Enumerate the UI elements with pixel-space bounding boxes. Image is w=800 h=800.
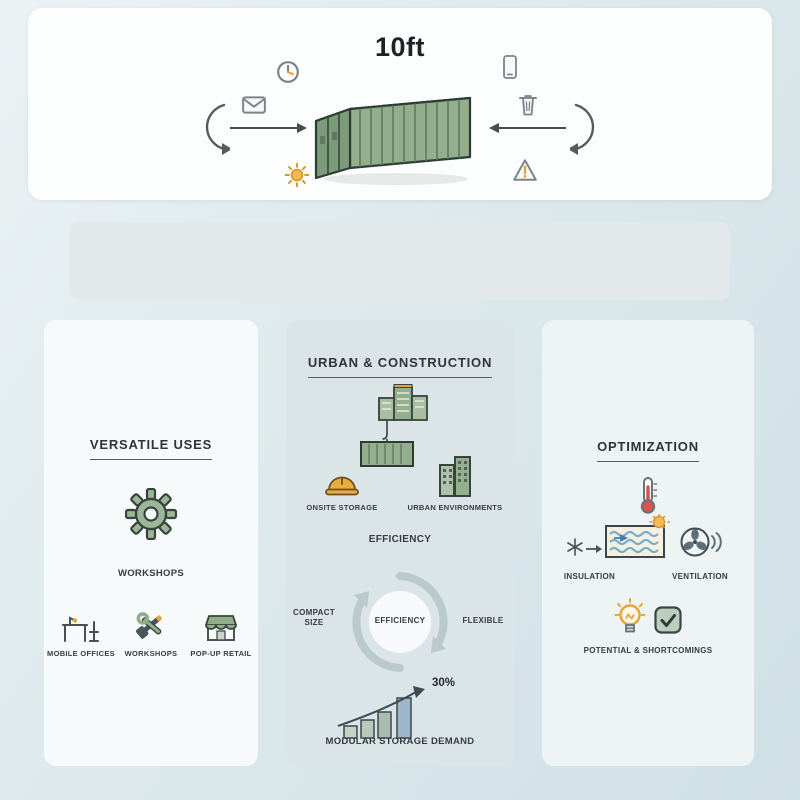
feature-label: ONSITE STORAGE <box>306 502 378 512</box>
hardhat-icon <box>325 476 359 496</box>
urban-construction-panel: URBAN & CONSTRUCTION <box>286 320 514 766</box>
cycle-center-label: EFFICIENCY <box>374 616 426 625</box>
use-case-label: MOBILE OFFICES <box>47 648 115 658</box>
curved-arrow-right-icon <box>570 103 595 155</box>
envelope-icon <box>242 96 266 114</box>
insulation-panel-icon <box>605 514 670 558</box>
optimization-heading: OPTIMIZATION <box>542 438 754 462</box>
lightbulb-icon <box>614 598 646 633</box>
gear-icon <box>125 488 177 540</box>
tools-icon <box>136 611 162 639</box>
optimization-panel: OPTIMIZATION <box>542 320 754 766</box>
potential-shortcomings-label: POTENTIAL & SHORTCOMINGS <box>583 646 713 655</box>
workshops-feature-label: WORKSHOPS <box>117 568 185 579</box>
use-case-popup-retail: POP-UP RETAIL <box>186 592 256 658</box>
growth-bar-chart <box>337 686 425 739</box>
versatile-uses-panel: VERSATILE USES WORKSHOPS <box>44 320 258 766</box>
insulation-label: INSULATION <box>563 572 616 581</box>
efficiency-section-label: EFFICIENCY <box>368 534 432 545</box>
feature-urban-environments: URBAN ENVIRONMENTS <box>402 442 508 512</box>
efficiency-cycle-diagram <box>352 572 448 672</box>
chart-value-label: 30% <box>432 677 456 689</box>
flow-arrow-icon <box>586 545 602 553</box>
snowflake-icon <box>567 538 583 556</box>
desk-icon <box>62 616 99 642</box>
buildings-icon <box>439 455 471 497</box>
use-case-label: WORKSHOPS <box>124 648 178 658</box>
thermometer-icon <box>640 477 657 514</box>
cycle-left-label: COMPACT SIZE <box>293 608 335 627</box>
clock-icon <box>277 61 299 83</box>
chart-caption: MODULAR STORAGE DEMAND <box>325 736 475 747</box>
storefront-icon <box>205 614 237 641</box>
ventilation-label: VENTILATION <box>671 572 729 581</box>
arrow-toward-container-left-icon <box>230 123 307 133</box>
crane-lifting-container-illustration <box>360 384 428 467</box>
urban-construction-heading: URBAN & CONSTRUCTION <box>286 354 514 378</box>
arrow-toward-container-right-icon <box>489 123 566 133</box>
feature-onsite-storage: ONSITE STORAGE <box>292 454 392 512</box>
fan-icon <box>680 527 722 557</box>
sun-icon <box>284 162 310 188</box>
curved-arrow-left-icon <box>205 103 230 155</box>
versatile-uses-heading-text: VERSATILE USES <box>89 437 213 460</box>
trash-icon <box>519 95 537 116</box>
spacer-band <box>70 222 730 300</box>
phone-icon <box>503 55 517 79</box>
optimization-heading-text: OPTIMIZATION <box>597 439 699 462</box>
versatile-uses-heading: VERSATILE USES <box>44 436 258 460</box>
shipping-container-illustration <box>314 96 472 185</box>
urban-construction-heading-text: URBAN & CONSTRUCTION <box>307 355 493 378</box>
use-case-workshops: WORKSHOPS <box>116 592 186 658</box>
checkbox-check-icon <box>654 606 682 634</box>
page-title: 10ft <box>374 32 425 62</box>
use-case-mobile-offices: MOBILE OFFICES <box>46 592 116 658</box>
cycle-right-label: FLEXIBLE <box>462 616 504 625</box>
use-case-label: POP-UP RETAIL <box>190 648 252 658</box>
feature-label: URBAN ENVIRONMENTS <box>407 502 503 512</box>
warning-icon <box>513 159 537 181</box>
